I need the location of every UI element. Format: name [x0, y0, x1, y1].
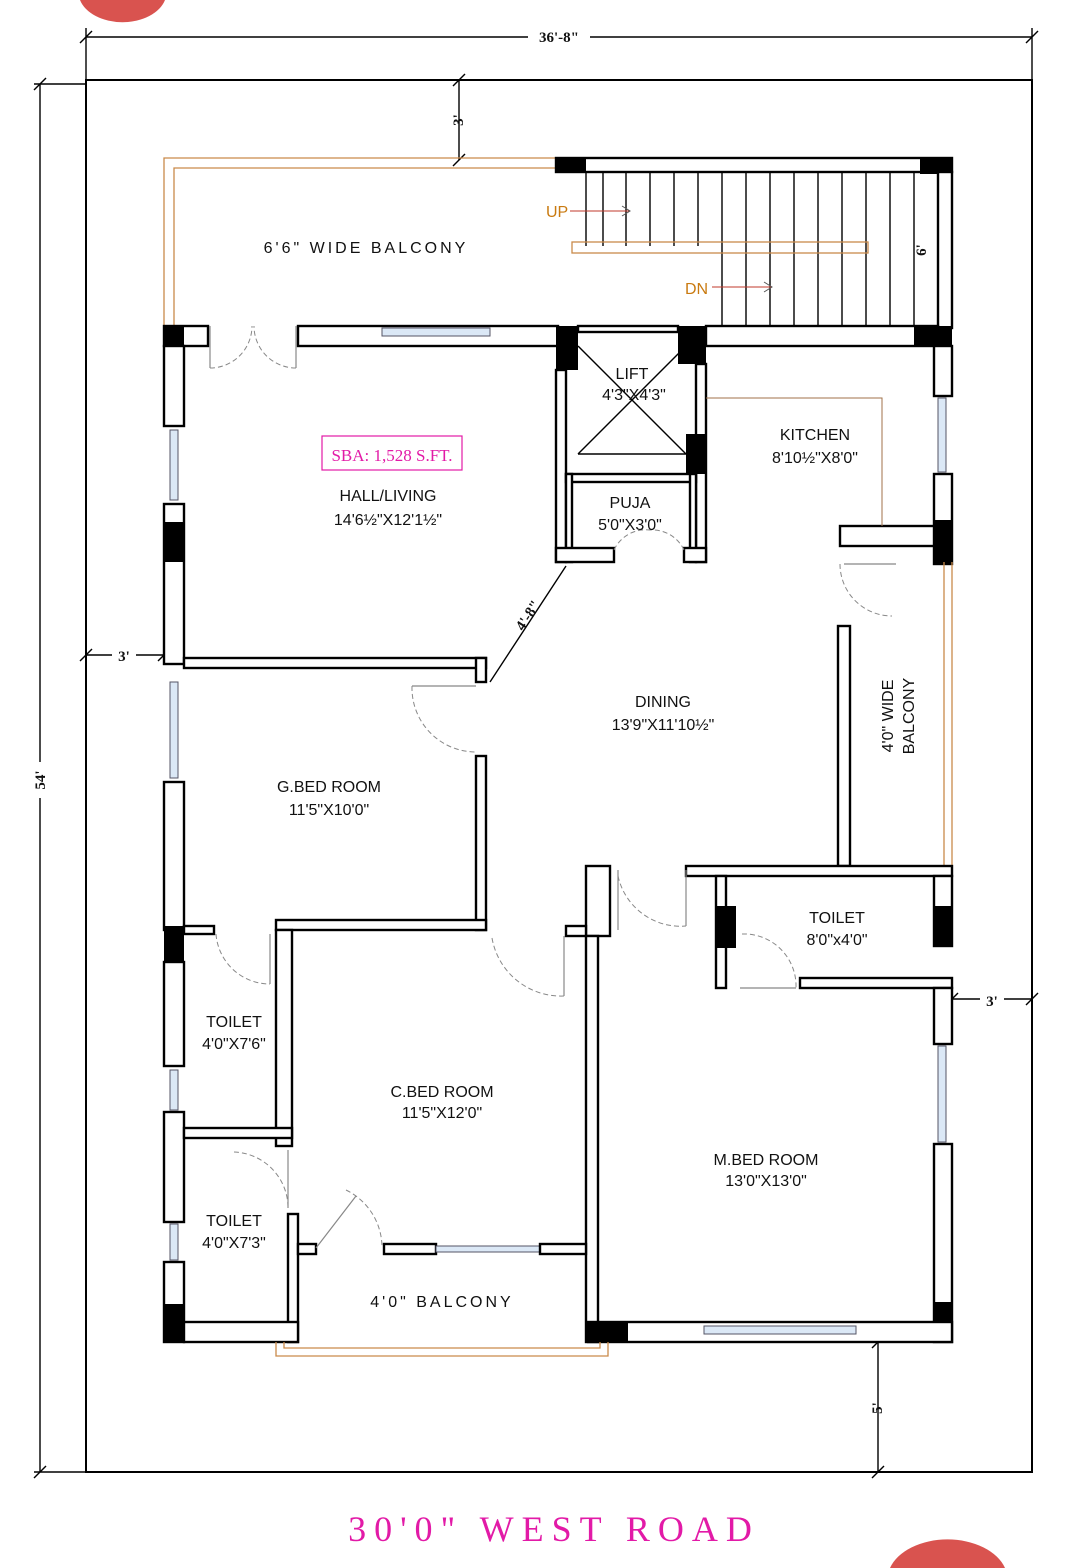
kitchen-name: KITCHEN: [780, 427, 850, 444]
balcony-side-line2: BALCONY: [901, 677, 918, 754]
toilet-mb-name: TOILET: [809, 910, 865, 927]
mbed-name: M.BED ROOM: [714, 1152, 819, 1169]
balcony-bottom-label: 4'0" BALCONY: [370, 1294, 513, 1311]
puja-size: 5'0"X3'0": [598, 517, 662, 534]
stair-up-label: UP: [546, 204, 568, 221]
dining-size: 13'9"X11'10½": [612, 717, 715, 734]
toilet1-size: 4'0"X7'6": [202, 1036, 266, 1053]
kitchen-size: 8'10½"X8'0": [772, 450, 858, 467]
dimension-diagonal: 4'-8": [489, 565, 567, 683]
toilet2-name: TOILET: [206, 1213, 262, 1230]
hall-size: 14'6½"X12'1½": [334, 512, 442, 529]
stair-width-label: 6': [914, 244, 930, 256]
balcony-side-line1: 4'0" WIDE: [880, 680, 897, 753]
diagonal-label: 4'-8": [513, 598, 544, 634]
staircase: UP DN 6': [546, 156, 954, 330]
cbed-name: C.BED ROOM: [390, 1084, 493, 1101]
lift-size: 4'3"X4'3": [602, 387, 666, 404]
setback-left-label: 3': [118, 649, 130, 665]
puja-name: PUJA: [610, 495, 651, 512]
area-badge-text: SBA: 1,528 S.FT.: [331, 446, 452, 465]
setback-right-label: 3': [986, 994, 998, 1010]
mbed-size: 13'0"X13'0": [725, 1173, 807, 1190]
overall-depth-label: 54': [33, 770, 49, 789]
doors: [209, 325, 896, 1249]
dining-name: DINING: [635, 694, 691, 711]
toilet1-name: TOILET: [206, 1014, 262, 1031]
stair-down-label: DN: [685, 281, 708, 298]
gbed-size: 11'5"X10'0": [289, 802, 369, 819]
corner-decoration-top: [80, 0, 165, 23]
hall-name: HALL/LIVING: [340, 488, 437, 505]
dimension-setback-bottom: 5': [870, 1335, 886, 1479]
plot-boundary: [85, 79, 1033, 1473]
dimension-setback-top: 3': [451, 73, 467, 167]
road-label: 30'0" WEST ROAD: [348, 1509, 760, 1549]
top-balcony-railing: [163, 157, 556, 326]
setback-top-label: 3': [451, 114, 467, 126]
walls: [162, 324, 954, 1357]
lift-name: LIFT: [616, 366, 649, 383]
dimension-overall-width: 36'-8": [79, 26, 1039, 80]
toilet-mb-size: 8'0"x4'0": [806, 932, 867, 949]
gbed-name: G.BED ROOM: [277, 779, 381, 796]
dimension-overall-depth: 54': [30, 77, 86, 1479]
balcony-top-label: 6'6" WIDE BALCONY: [264, 240, 469, 257]
area-badge: SBA: 1,528 S.FT.: [321, 435, 463, 471]
setback-bottom-label: 5': [870, 1402, 886, 1414]
lift-shaft: [577, 345, 687, 455]
dimension-setback-left: 3': [79, 645, 171, 665]
cbed-size: 11'5"X12'0": [402, 1105, 482, 1122]
toilet2-size: 4'0"X7'3": [202, 1235, 266, 1252]
overall-width-label: 36'-8": [539, 30, 579, 46]
dimension-setback-right: 3': [945, 990, 1039, 1010]
corner-decoration-bottom: [890, 1539, 1005, 1568]
